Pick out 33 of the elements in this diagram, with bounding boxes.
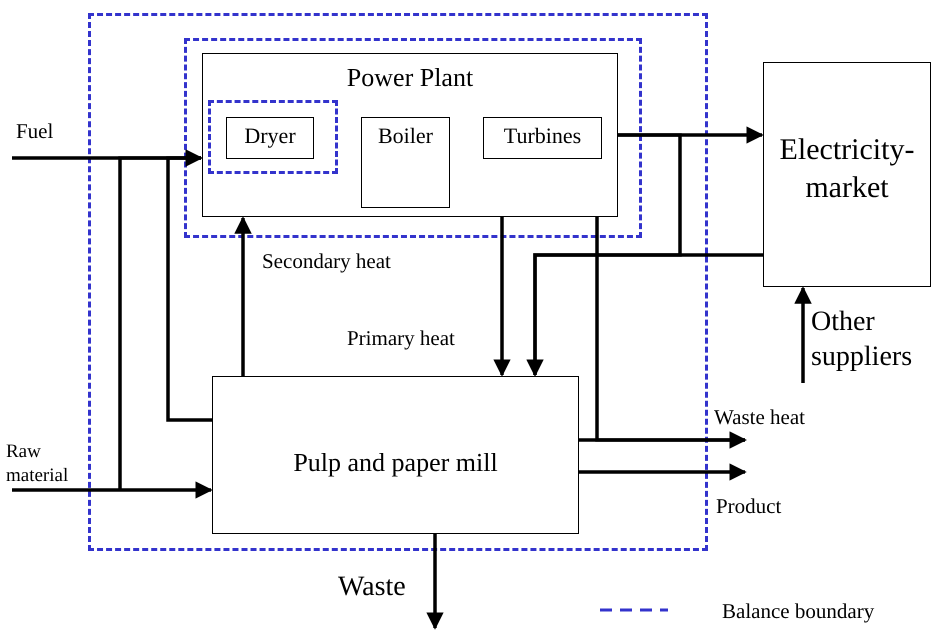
arrow — [12, 481, 213, 499]
arrow — [166, 149, 212, 422]
balance-boundary — [88, 13, 708, 551]
process-box — [763, 62, 931, 287]
process-box — [483, 117, 602, 159]
arrow — [493, 217, 511, 377]
box-label: Boiler — [377, 122, 434, 150]
edge-label: Fuel — [16, 118, 54, 144]
edge-label: Other suppliers — [811, 305, 914, 374]
edge-label: Product — [716, 493, 782, 520]
arrow — [426, 534, 444, 630]
arrow — [526, 253, 763, 377]
edge-label: Secondary heat — [262, 248, 392, 274]
process-box — [212, 376, 579, 534]
edge-label: Raw material — [6, 440, 70, 488]
edge-label: Primary heat — [347, 325, 456, 352]
arrow — [794, 286, 812, 383]
box-label: Power Plant — [346, 62, 474, 94]
box-label: Electricity-market — [778, 132, 916, 206]
arrow — [234, 216, 252, 376]
legend-label: Balance boundary — [722, 598, 874, 624]
edge-label: Waste heat — [714, 404, 806, 430]
box-label: Pulp and paper mill — [292, 447, 499, 479]
process-box — [226, 117, 314, 159]
arrow — [579, 431, 747, 449]
process-box — [202, 53, 618, 217]
balance-boundary — [184, 38, 642, 238]
box-label: Dryer — [243, 122, 297, 150]
process-box — [361, 117, 450, 208]
edge-label: Waste — [338, 570, 407, 604]
arrow — [579, 463, 747, 481]
box-label: Turbines — [502, 122, 582, 150]
balance-boundary — [208, 100, 338, 174]
